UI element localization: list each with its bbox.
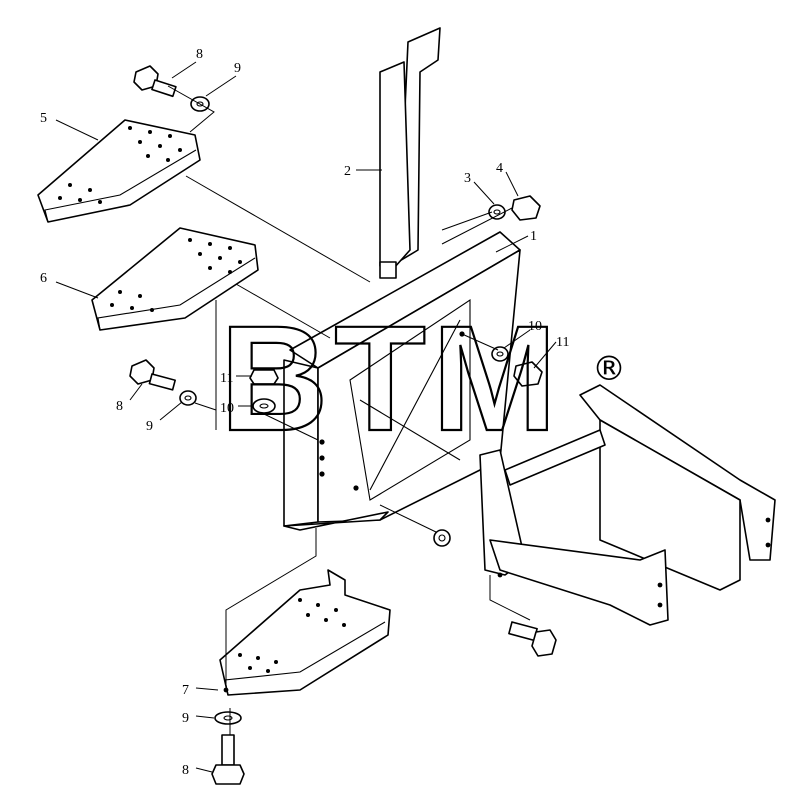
washer-10-right bbox=[491, 346, 509, 362]
callout-11-right: 11 bbox=[556, 335, 569, 350]
callout-8-bottom: 8 bbox=[182, 763, 189, 778]
callout-8-middle: 8 bbox=[116, 399, 123, 414]
part-2-vertical-bracket bbox=[379, 27, 441, 279]
part-6-middle-step bbox=[91, 227, 259, 331]
registered-mark: ® bbox=[592, 349, 626, 389]
callout-6: 6 bbox=[40, 271, 47, 286]
callout-11-left: 11 bbox=[220, 371, 233, 386]
callout-1: 1 bbox=[530, 229, 537, 244]
callout-4: 4 bbox=[496, 161, 503, 176]
callout-3: 3 bbox=[464, 171, 471, 186]
callout-7: 7 bbox=[182, 683, 189, 698]
side-frame-assembly bbox=[479, 384, 776, 626]
callout-2: 2 bbox=[344, 164, 351, 179]
washer-lower-center bbox=[433, 529, 451, 547]
callout-9-top: 9 bbox=[234, 61, 241, 76]
washer-9-bottom bbox=[214, 711, 242, 725]
part-7-lower-step bbox=[219, 569, 391, 696]
washer-3 bbox=[488, 204, 506, 220]
leader-lines bbox=[55, 61, 557, 773]
watermark-text: BTM bbox=[220, 294, 563, 462]
washer-10-left bbox=[252, 398, 276, 414]
btm-watermark-logo: BTM ® bbox=[219, 293, 626, 463]
callout-labels: 1 2 3 4 5 6 7 8 8 8 9 9 9 10 10 11 11 bbox=[40, 47, 569, 778]
callout-5: 5 bbox=[40, 111, 47, 126]
nut-11-right bbox=[513, 361, 543, 387]
bolt-8-middle bbox=[129, 359, 176, 391]
callout-10-right: 10 bbox=[528, 319, 542, 334]
bolt-8-right bbox=[508, 621, 557, 657]
nut-4 bbox=[511, 195, 541, 221]
callout-9-middle: 9 bbox=[146, 419, 153, 434]
bolt-8-bottom bbox=[211, 734, 245, 785]
washer-9-middle bbox=[179, 390, 197, 406]
callout-9-bottom: 9 bbox=[182, 711, 189, 726]
callout-8-top: 8 bbox=[196, 47, 203, 62]
callout-10-left: 10 bbox=[220, 401, 234, 416]
part-5-upper-step bbox=[37, 119, 201, 223]
part-1-main-frame bbox=[283, 231, 521, 531]
bolt-8-top bbox=[133, 65, 177, 98]
nut-11-left bbox=[249, 369, 279, 385]
